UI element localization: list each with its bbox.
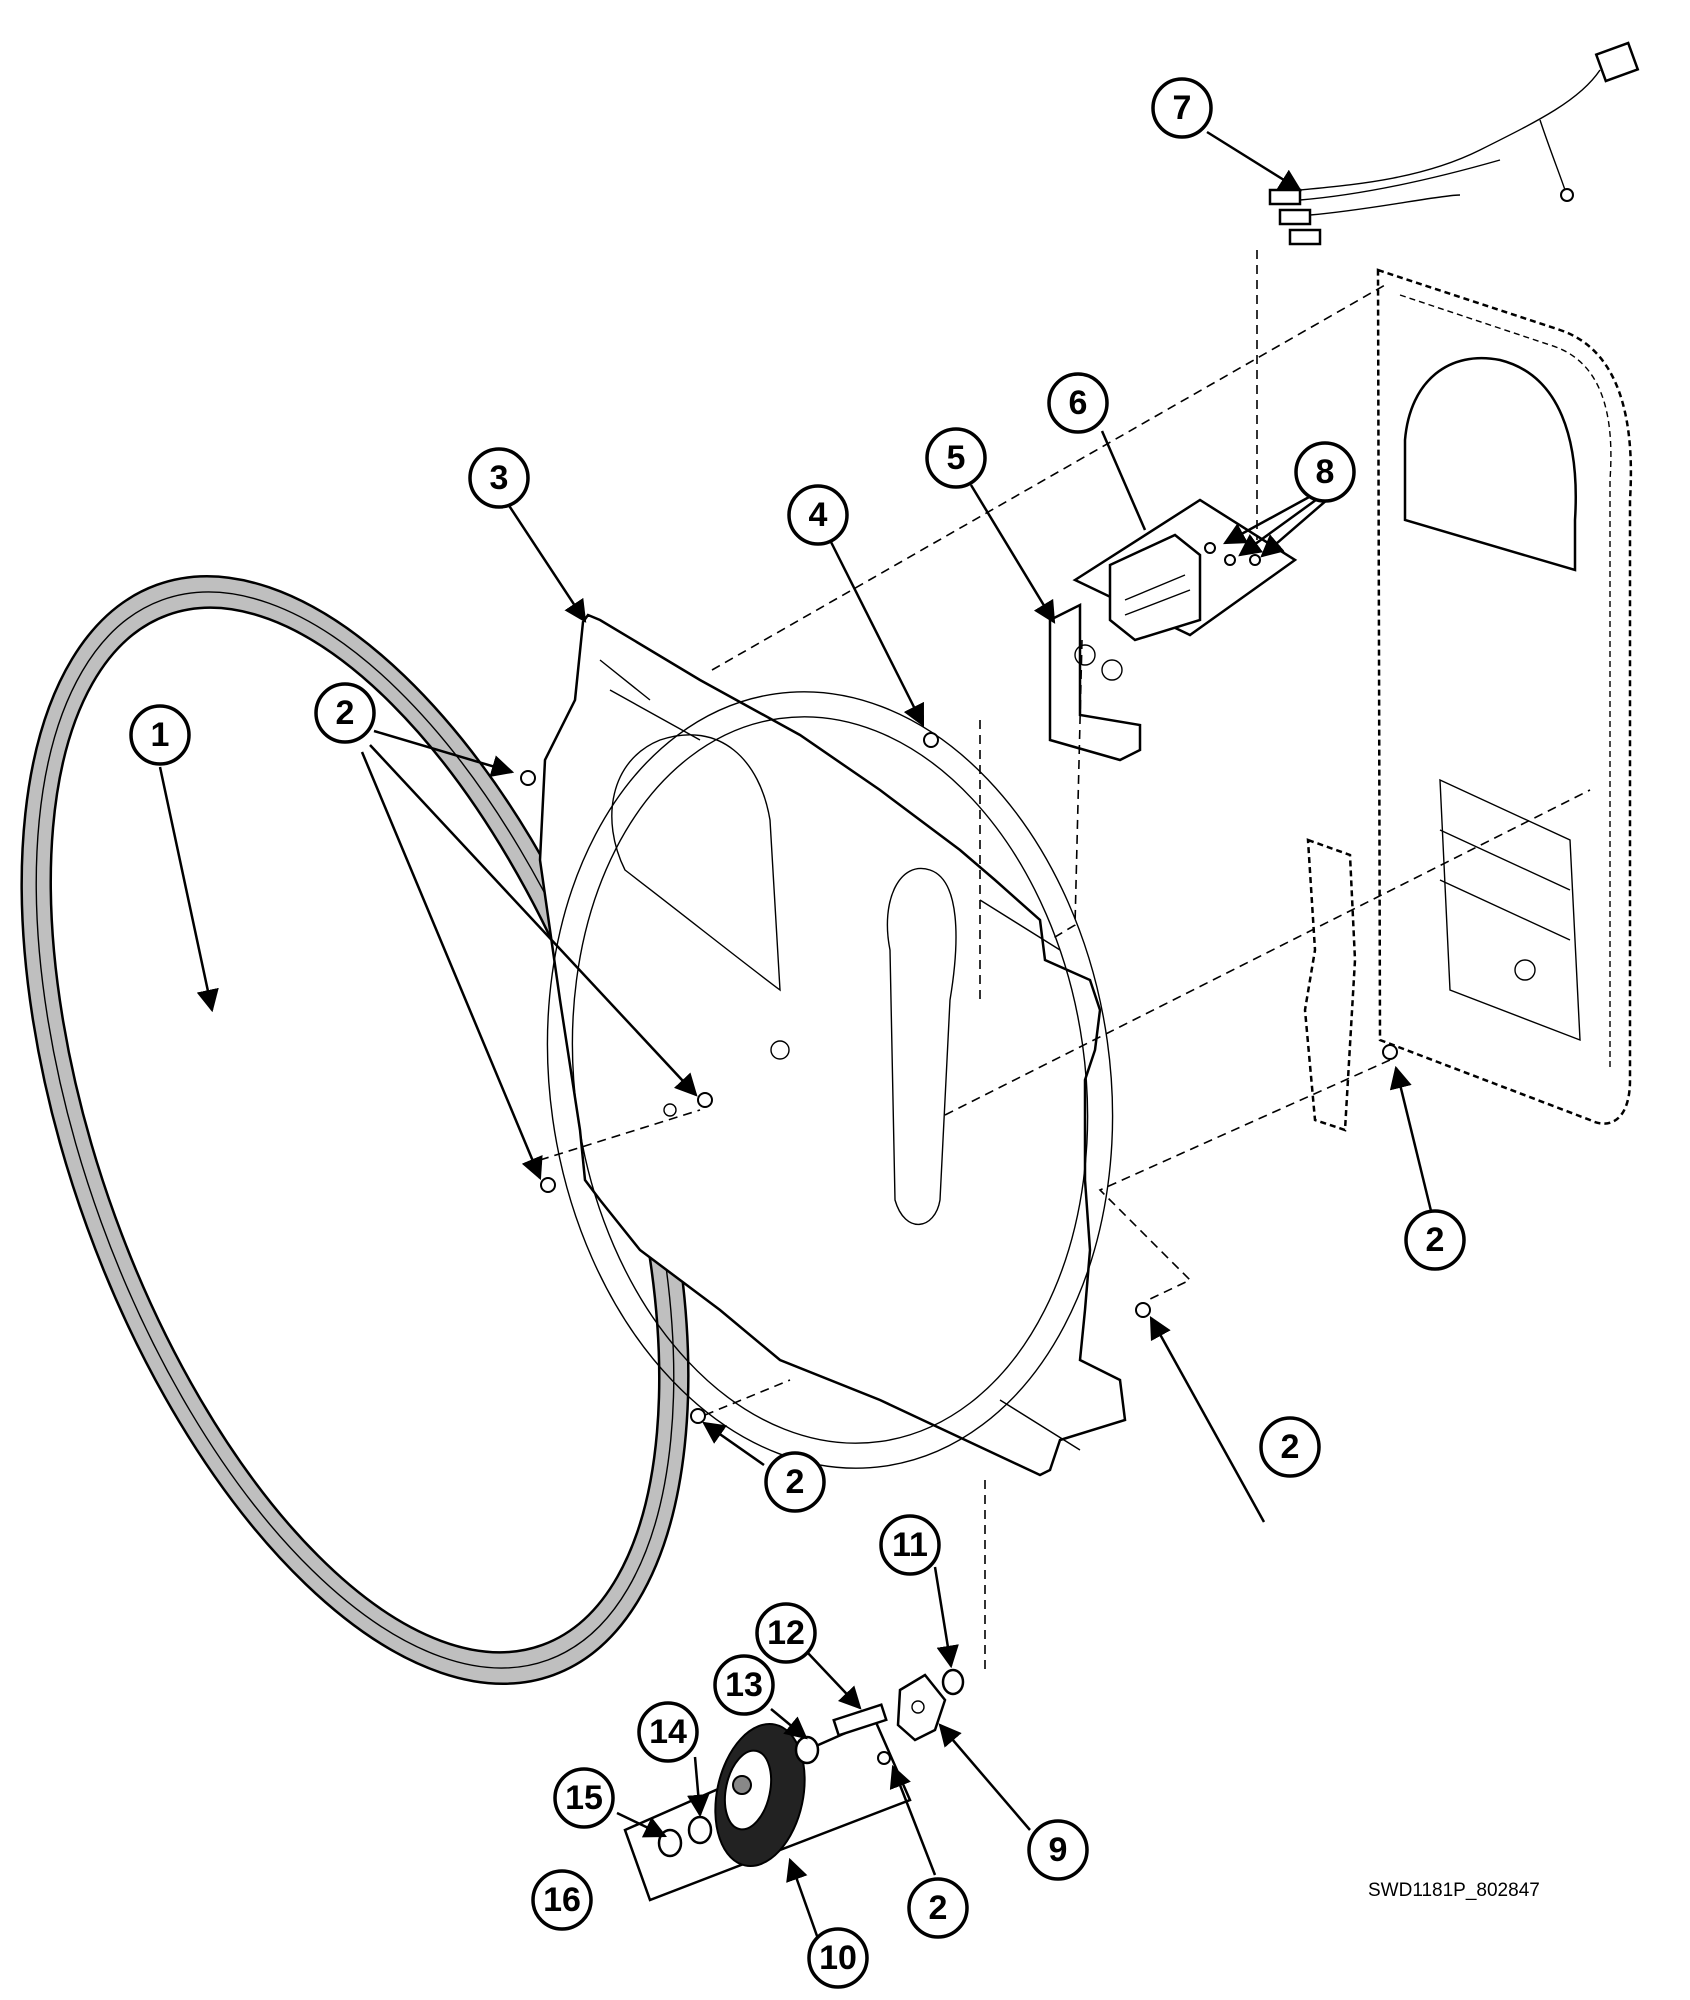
callout-label: 15 xyxy=(565,1779,603,1817)
callout-label: 10 xyxy=(819,1939,857,1977)
callout-8: 8 xyxy=(1294,441,1356,503)
callout-6: 6 xyxy=(1047,372,1109,434)
callout-label: 13 xyxy=(725,1666,763,1704)
callout-2: 2 xyxy=(1259,1416,1321,1478)
callout-5: 5 xyxy=(925,427,987,489)
callout-label: 9 xyxy=(1049,1831,1068,1869)
callout-label: 2 xyxy=(336,694,355,732)
callout-3: 3 xyxy=(468,447,530,509)
rear-panel-part xyxy=(1303,268,1633,1132)
callout-14: 14 xyxy=(637,1701,699,1763)
leader-lines xyxy=(158,130,1434,1951)
callout-15: 15 xyxy=(553,1767,615,1829)
callout-label: 4 xyxy=(809,496,828,534)
callout-label: 2 xyxy=(786,1463,805,1501)
callout-4: 4 xyxy=(787,484,849,546)
callout-label: 1 xyxy=(151,716,170,754)
callout-2: 2 xyxy=(907,1877,969,1939)
callout-2: 2 xyxy=(1404,1209,1466,1271)
callout-label: 2 xyxy=(1426,1221,1445,1259)
callout-12: 12 xyxy=(755,1602,817,1664)
callout-1: 1 xyxy=(129,704,191,766)
callout-label: 12 xyxy=(767,1614,805,1652)
callout-16: 16 xyxy=(531,1869,593,1931)
callout-2: 2 xyxy=(314,682,376,744)
callout-label: 2 xyxy=(929,1889,948,1927)
callout-label: 7 xyxy=(1173,89,1192,127)
callout-9: 9 xyxy=(1027,1819,1089,1881)
callout-label: 14 xyxy=(649,1713,687,1751)
callout-label: 6 xyxy=(1069,384,1088,422)
front-bulkhead-part xyxy=(538,613,1127,1477)
screw-fasteners xyxy=(520,732,1398,1424)
drawing-code-label: SWD1181P_802847 xyxy=(1368,1880,1540,1901)
callout-13: 13 xyxy=(713,1654,775,1716)
callout-10: 10 xyxy=(807,1927,869,1989)
callout-11: 11 xyxy=(879,1514,941,1576)
callout-label: 8 xyxy=(1316,453,1335,491)
gasket-ring-part xyxy=(20,575,690,1685)
wire-harness-part xyxy=(1268,41,1640,246)
terminal-block-plate-part xyxy=(1072,498,1298,642)
bracket-part xyxy=(1048,602,1142,762)
callout-7: 7 xyxy=(1151,77,1213,139)
callout-label: 16 xyxy=(543,1881,581,1919)
idler-assembly-part xyxy=(623,1668,965,1902)
alignment-lines xyxy=(539,250,1591,1670)
callout-label: 11 xyxy=(892,1526,928,1564)
callout-label: 2 xyxy=(1281,1428,1300,1466)
callout-2: 2 xyxy=(764,1451,826,1513)
callout-label: 5 xyxy=(947,439,966,477)
callout-label: 3 xyxy=(490,459,509,497)
